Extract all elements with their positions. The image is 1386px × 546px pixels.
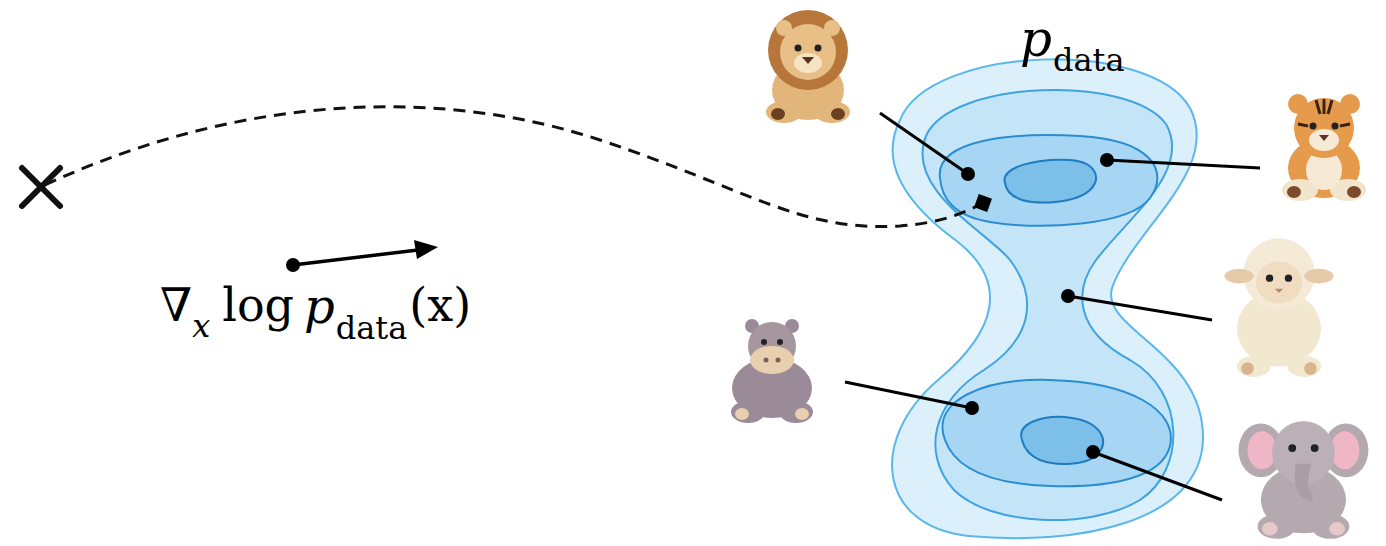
sampling-path: [45, 107, 983, 227]
subscript: data: [336, 312, 408, 344]
sample-point: [974, 194, 992, 212]
argument: (x): [409, 282, 471, 328]
sample-dots: [961, 153, 1114, 459]
density-symbol: p: [304, 282, 335, 330]
tiger-plush: [1282, 94, 1366, 201]
start-cross: [22, 168, 60, 206]
sheep-plush: [1224, 238, 1333, 377]
gradient-symbol: ∇: [160, 282, 192, 328]
elephant-plush: [1238, 421, 1368, 539]
subscript: x: [192, 310, 210, 342]
score-arrow: [286, 240, 438, 272]
subscript: data: [1053, 44, 1125, 76]
density-symbol: p: [1020, 14, 1052, 64]
log-operator: log: [222, 282, 294, 328]
density-contours: [892, 59, 1203, 538]
hippo-plush: [731, 319, 813, 423]
lion-plush: [766, 10, 850, 123]
leader-lines: [845, 113, 1260, 500]
